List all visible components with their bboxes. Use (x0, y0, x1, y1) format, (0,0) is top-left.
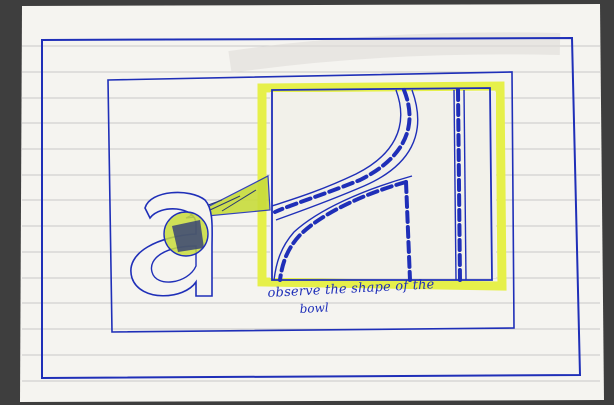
caption-line-2: bowl (299, 300, 329, 316)
magnified-letter (273, 88, 462, 282)
zoom-box-highlight (257, 81, 507, 291)
small-letter-a (130, 191, 213, 297)
zoom-box-border (271, 87, 493, 281)
inner-frame (107, 71, 515, 333)
outer-frame (41, 36, 582, 380)
bleed-through (228, 32, 561, 73)
magnified-outline (271, 89, 467, 281)
